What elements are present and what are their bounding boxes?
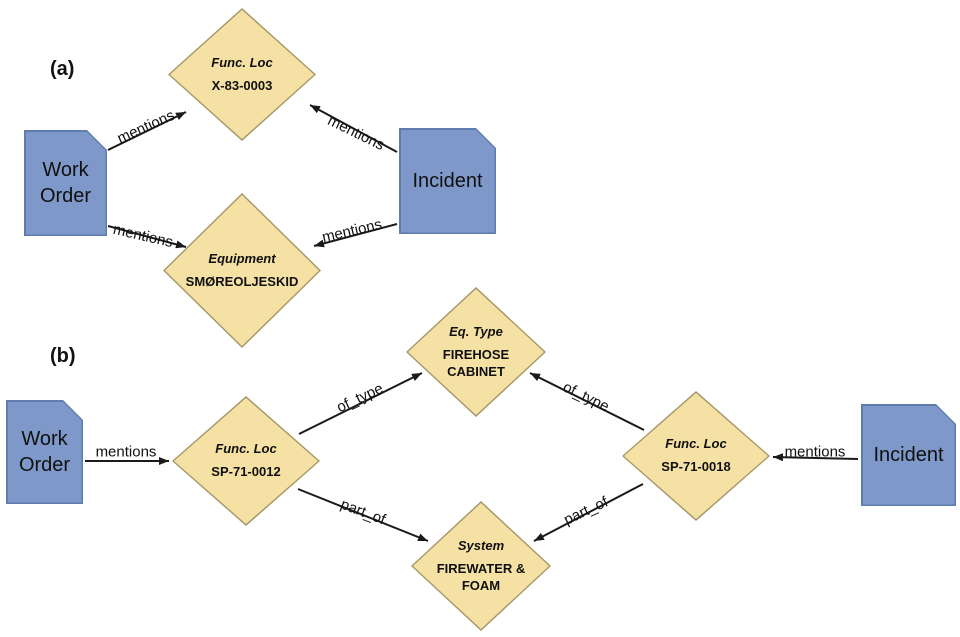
func-loc-right-type-b: Func. Loc: [665, 436, 727, 452]
edge-label-b-inc-funcloc: mentions: [784, 443, 846, 461]
edge-b-funcloc-left-system: [297, 488, 429, 542]
eq-type-node-b: Eq. Type FIREHOSE CABINET: [406, 287, 546, 417]
func-loc-type-a: Func. Loc: [211, 54, 273, 70]
edge-a-workorder-equipment: [107, 225, 187, 249]
edge-label-b-wo-funcloc: mentions: [95, 443, 157, 461]
equipment-node-a: Equipment SMØREOLJESKID: [163, 193, 321, 348]
work-order-node-b: Work Order: [6, 400, 83, 504]
eq-type-id-b: FIREHOSE CABINET: [442, 346, 510, 379]
equipment-id-a: SMØREOLJESKID: [185, 273, 299, 289]
work-order-node-a: Work Order: [24, 130, 107, 236]
system-type-b: System: [457, 537, 505, 553]
func-loc-right-node-b: Func. Loc SP-71-0018: [622, 391, 770, 521]
edge-b-funcloc-right-system: [533, 483, 644, 542]
edge-b-funcloc-left-eqtype: [298, 372, 423, 435]
work-order-label-a: Work Order: [39, 159, 92, 207]
func-loc-left-type-b: Func. Loc: [215, 441, 277, 457]
func-loc-node-a: Func. Loc X-83-0003: [168, 8, 316, 141]
incident-node-a: Incident: [399, 128, 496, 234]
panel-b-label: (b): [50, 345, 76, 367]
incident-label-b: Incident: [873, 444, 944, 466]
edge-a-incident-equipment: [313, 223, 398, 248]
func-loc-left-node-b: Func. Loc SP-71-0012: [172, 396, 320, 526]
eq-type-type-b: Eq. Type: [449, 323, 503, 339]
func-loc-id-a: X-83-0003: [211, 77, 273, 93]
func-loc-left-id-b: SP-71-0012: [211, 464, 281, 480]
incident-label-a: Incident: [412, 170, 483, 192]
edge-a-workorder-funcloc: [107, 111, 187, 151]
equipment-type-a: Equipment: [208, 250, 276, 266]
edge-a-incident-funcloc: [309, 104, 398, 153]
edge-b-funcloc-right-eqtype: [529, 372, 645, 431]
system-id-b: FIREWATER & FOAM: [436, 560, 526, 593]
incident-node-b: Incident: [861, 404, 956, 506]
func-loc-right-id-b: SP-71-0018: [661, 459, 731, 475]
edge-b-incident-funcloc: [772, 453, 859, 462]
system-node-b: System FIREWATER & FOAM: [411, 501, 551, 631]
work-order-label-b: Work Order: [18, 428, 71, 476]
panel-a-label: (a): [50, 58, 75, 80]
